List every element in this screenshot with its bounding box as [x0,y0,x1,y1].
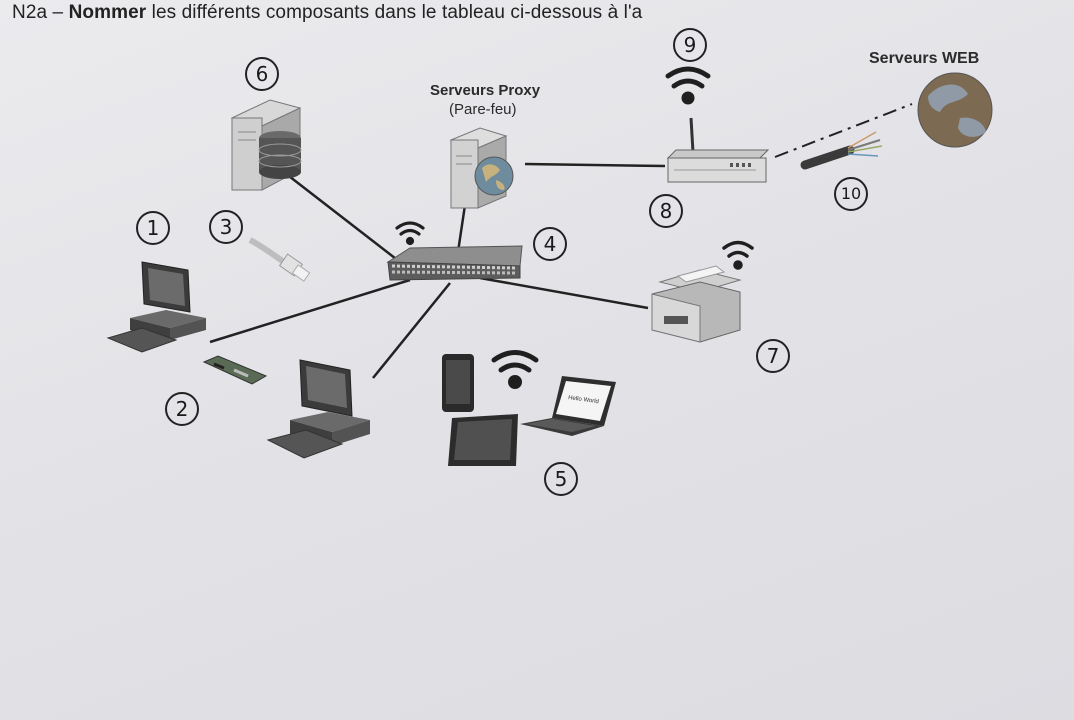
marker-5: 5 [544,462,578,496]
wifi-icon-router [665,66,711,105]
title-rest: les différents composants dans le tablea… [146,2,643,23]
page-title: N2a – Nommer les différents composants d… [12,2,642,24]
tablet-icon [448,414,518,466]
marker-2: 2 [165,392,199,426]
network-switch-icon [386,245,523,281]
proxy-sublabel: (Pare-feu) [449,101,517,118]
smartphone-icon [442,354,474,412]
marker-8: 8 [649,194,683,228]
link-switch-pc1 [209,278,411,344]
desktop-computer-icon-2 [266,359,370,459]
wifi-icon-printer [722,240,754,270]
network-card-icon [202,355,268,385]
title-bold: Nommer [68,2,147,23]
link-switch-printer [479,276,649,310]
marker-10: 10 [834,177,868,211]
marker-7: 7 [756,339,790,373]
marker-3: 3 [209,210,243,244]
link-router-internet [774,103,913,158]
laptop-screen-text: Hello World [568,395,599,405]
web-servers-label: Serveurs WEB [869,50,980,67]
link-switch-pc2 [372,282,451,379]
marker-6: 6 [245,57,279,91]
printer-icon [651,265,742,343]
connection-lines [209,103,913,379]
marker-1: 1 [136,211,170,245]
marker-4: 4 [533,227,567,261]
proxy-server-icon [449,127,514,209]
title-prefix: N2a – [12,2,69,23]
rj45-cable-icon [248,237,311,282]
wifi-icon-switch [395,221,425,246]
fiber-cable-icon [800,131,883,170]
database-server-icon [230,99,302,191]
desktop-computer-icon-1 [106,261,206,353]
laptop-icon: Hello World [520,376,616,436]
link-database-switch [284,172,401,263]
link-proxy-router [524,162,666,168]
web-globe-icon [917,72,993,148]
marker-9: 9 [673,28,707,62]
wifi-icon-mobiles [491,350,539,389]
router-icon [666,117,770,183]
proxy-label: Serveurs Proxy [430,82,541,99]
